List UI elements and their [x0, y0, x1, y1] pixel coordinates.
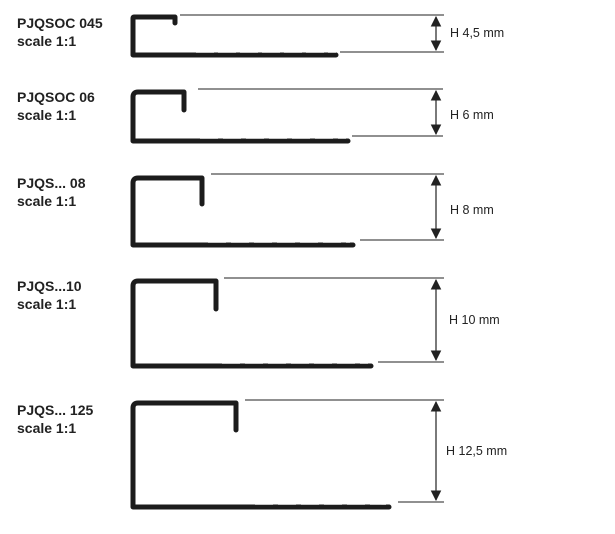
height-label-08: H 8 mm	[450, 203, 494, 217]
dimension-06	[198, 88, 443, 137]
profile-name: PJQS... 08	[17, 175, 86, 191]
dimension-08	[211, 173, 444, 241]
profile-shape-10	[130, 278, 374, 369]
profile-label-125: PJQS... 125 scale 1:1	[17, 401, 93, 437]
height-label-125: H 12,5 mm	[446, 444, 507, 458]
profile-shape-08	[130, 175, 356, 248]
profile-label-08: PJQS... 08 scale 1:1	[17, 174, 85, 210]
profile-name: PJQSOC 045	[17, 15, 103, 31]
profile-shape-06	[130, 89, 351, 144]
profile-scale: scale 1:1	[17, 107, 77, 123]
profile-shape-045	[130, 14, 339, 58]
height-label-06: H 6 mm	[450, 108, 494, 122]
profile-shape-125	[130, 400, 392, 510]
dimension-125	[245, 399, 444, 503]
dimension-10	[224, 277, 444, 363]
height-label-10: H 10 mm	[449, 313, 500, 327]
profile-scale: scale 1:1	[17, 296, 77, 312]
profile-scale: scale 1:1	[17, 193, 77, 209]
profile-scale: scale 1:1	[17, 33, 77, 49]
profile-name: PJQSOC 06	[17, 89, 95, 105]
profile-label-06: PJQSOC 06 scale 1:1	[17, 88, 95, 124]
height-label-045: H 4,5 mm	[450, 26, 504, 40]
profile-label-10: PJQS...10 scale 1:1	[17, 277, 82, 313]
profile-scale: scale 1:1	[17, 420, 77, 436]
dimension-045	[180, 14, 444, 53]
profile-name: PJQS...10	[17, 278, 82, 294]
profile-name: PJQS... 125	[17, 402, 94, 418]
profile-label-045: PJQSOC 045 scale 1:1	[17, 14, 103, 50]
